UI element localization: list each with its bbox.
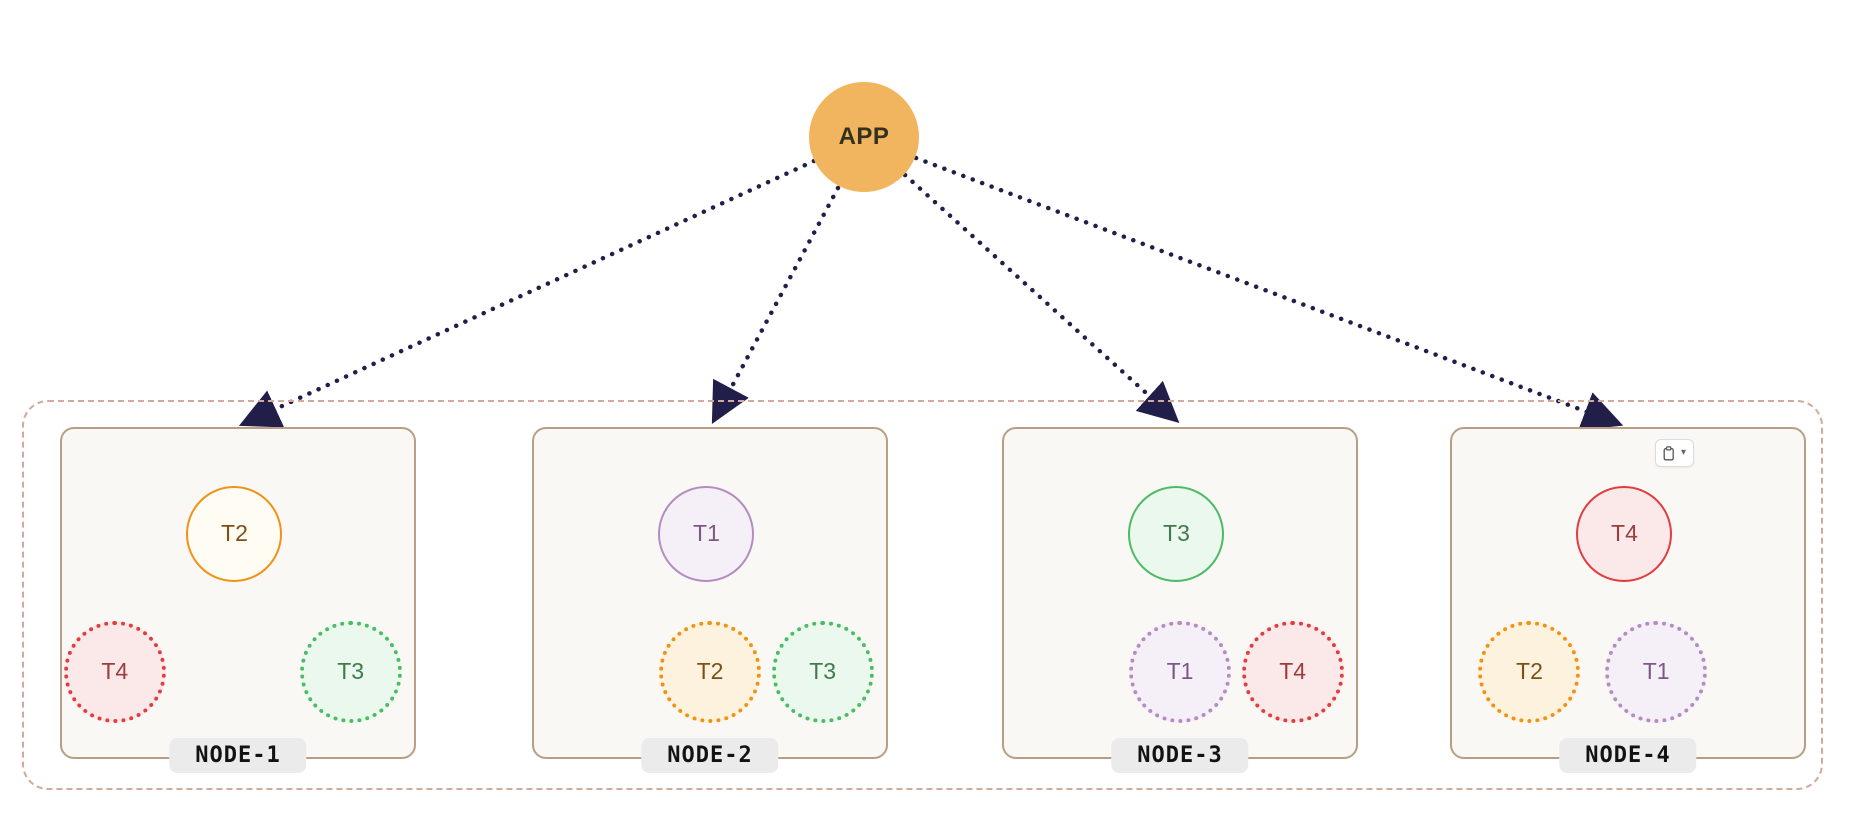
tablet-t4-dotted-node-1: T4 [63,620,166,723]
clipboard-icon [1663,445,1676,461]
app-label: APP [838,123,890,150]
tablet-t2-dotted-node-4: T2 [1478,620,1581,723]
node-label-node-1: NODE-1 [169,738,307,773]
node-label-node-2: NODE-2 [641,738,779,773]
arrow-app-to-node-4 [913,155,1624,431]
tablet-t1-dotted-node-3: T1 [1129,620,1231,723]
tablet-t1-solid-node-2: T1 [658,485,755,582]
tablet-t1-dotted-node-4: T1 [1605,620,1708,723]
copy-button[interactable]: ▾ [1654,439,1694,467]
tablet-t2-dotted-node-2: T2 [659,620,761,723]
tablet-t3-dotted-node-1: T3 [299,620,402,723]
chevron-down-icon: ▾ [1680,447,1686,458]
tablet-t3-dotted-node-2: T3 [771,620,874,723]
app-node: APP [809,82,919,192]
tablet-t2-solid-node-1: T2 [186,485,283,582]
tablet-t4-dotted-node-3: T4 [1241,620,1344,723]
arrow-app-to-node-3 [902,172,1180,424]
node-label-node-3: NODE-3 [1111,738,1249,773]
node-label-node-4: NODE-4 [1559,738,1697,773]
cluster-container [22,400,1823,790]
arrow-app-to-node-2 [711,185,841,424]
tablet-t4-solid-node-4: T4 [1576,485,1673,582]
arrow-app-to-node-1 [238,158,817,428]
tablet-t3-solid-node-3: T3 [1128,485,1225,582]
